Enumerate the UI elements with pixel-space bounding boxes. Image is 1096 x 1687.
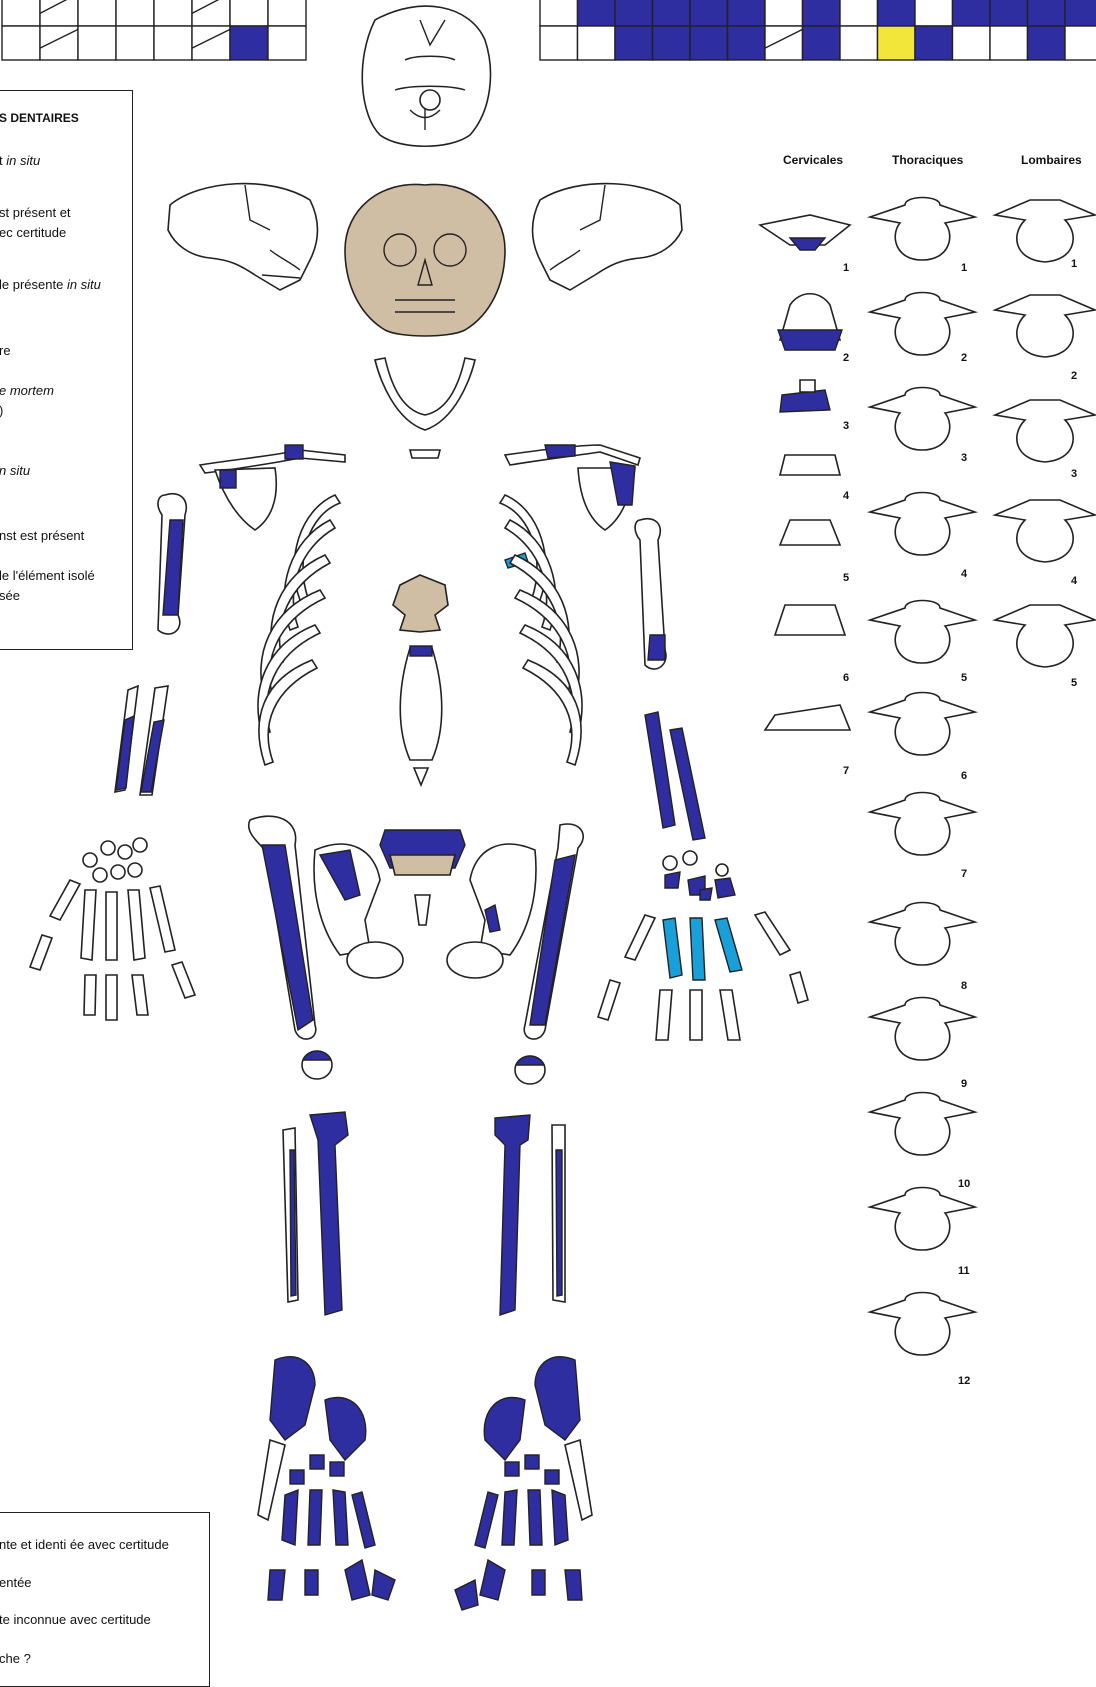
thoracic-vertebra	[870, 601, 975, 664]
tooth-cell	[116, 26, 154, 60]
hyoid	[410, 450, 440, 458]
tooth-cell	[615, 0, 653, 26]
left-foot	[258, 1357, 395, 1600]
tooth-cell	[40, 26, 78, 60]
cervical-vertebrae	[760, 215, 850, 730]
right-ribcage	[500, 495, 582, 765]
tooth-cell	[540, 26, 578, 60]
tooth-cell	[915, 26, 953, 60]
tooth-cell	[765, 26, 803, 60]
tooth-cell	[803, 26, 841, 60]
tooth-cell	[1065, 26, 1096, 60]
tooth-cell	[840, 0, 878, 26]
thoracic-vertebra	[870, 1293, 975, 1356]
tooth-cell	[78, 26, 116, 60]
lumbar-vertebra	[995, 605, 1095, 667]
tooth-cell	[578, 0, 616, 26]
thoracic-vertebra	[870, 793, 975, 856]
tooth-cell	[953, 26, 991, 60]
tooth-cell	[230, 0, 268, 26]
tooth-cell	[803, 0, 841, 26]
tooth-cell	[690, 26, 728, 60]
mandible	[375, 358, 475, 430]
tooth-cell	[154, 26, 192, 60]
tooth-cell	[653, 0, 691, 26]
skull-lateral-left	[168, 184, 318, 290]
right-hand	[598, 851, 808, 1040]
right-tibia	[495, 1115, 530, 1315]
right-foot	[455, 1357, 592, 1610]
tooth-cell	[78, 0, 116, 26]
tooth-cell	[268, 26, 306, 60]
tooth-cell	[268, 0, 306, 26]
thoracic-vertebrae	[870, 198, 975, 1356]
left-tibia	[310, 1112, 348, 1315]
tooth-cell	[615, 26, 653, 60]
thoracic-vertebra	[870, 1188, 975, 1251]
tooth-cell	[878, 0, 916, 26]
tooth-cell	[765, 0, 803, 26]
tooth-cell	[915, 0, 953, 26]
left-hand	[30, 838, 195, 1020]
tooth-cell	[690, 0, 728, 26]
dental-chart-left	[0, 0, 1096, 70]
tooth-cell	[990, 0, 1028, 26]
tooth-cell	[878, 26, 916, 60]
thoracic-vertebra	[870, 493, 975, 556]
lumbar-vertebra	[995, 500, 1095, 562]
tooth-cell	[1028, 26, 1066, 60]
tooth-cell	[953, 0, 991, 26]
lumbar-vertebra	[995, 400, 1095, 462]
lumbar-vertebra	[995, 295, 1095, 357]
tooth-cell	[1065, 0, 1096, 26]
tooth-cell	[154, 0, 192, 26]
thoracic-vertebra	[870, 388, 975, 451]
sternum-body	[400, 648, 442, 760]
tooth-cell	[540, 0, 578, 26]
thoracic-vertebra	[870, 1093, 975, 1156]
xiphoid	[414, 768, 428, 785]
tooth-cell	[653, 26, 691, 60]
right-ilium	[470, 844, 536, 955]
lumbar-vertebra	[995, 200, 1095, 262]
thoracic-vertebra	[870, 198, 975, 261]
manubrium	[393, 575, 448, 632]
tooth-cell	[116, 0, 154, 26]
tooth-cell	[840, 26, 878, 60]
tooth-cell	[230, 26, 268, 60]
tooth-cell	[990, 26, 1028, 60]
tooth-cell	[728, 0, 766, 26]
skull-lateral-right	[533, 184, 683, 290]
thoracic-vertebra	[870, 693, 975, 756]
thoracic-vertebra	[870, 998, 975, 1061]
tooth-cell	[2, 0, 40, 26]
thoracic-vertebra	[870, 293, 975, 356]
lumbar-vertebrae	[995, 200, 1095, 667]
tooth-cell	[578, 26, 616, 60]
skull-frontal	[345, 184, 505, 336]
thoracic-vertebra	[870, 903, 975, 966]
tooth-cell	[2, 26, 40, 60]
coccyx	[415, 895, 430, 925]
tooth-cell	[728, 26, 766, 60]
tooth-cell	[1028, 0, 1066, 26]
tooth-cell	[192, 26, 230, 60]
left-ribcage	[258, 495, 340, 765]
